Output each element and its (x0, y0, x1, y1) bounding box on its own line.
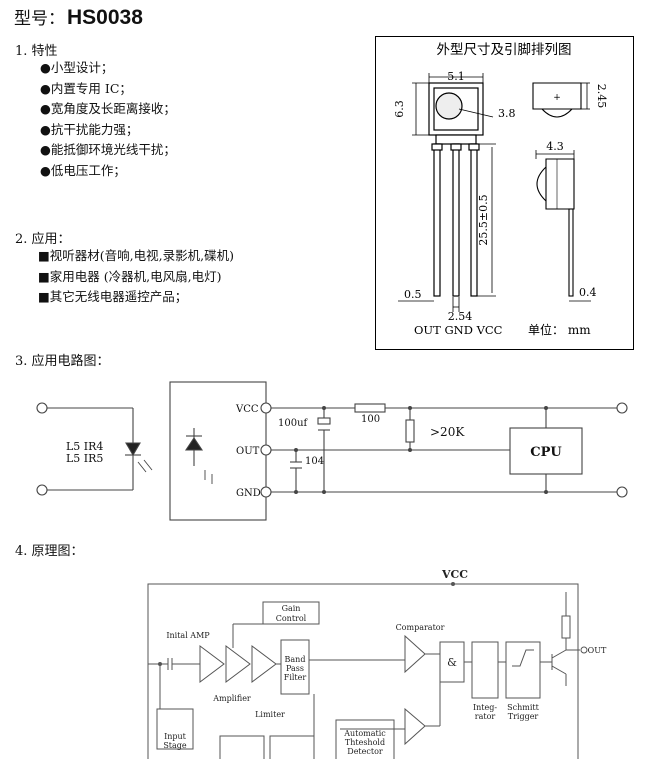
dim-width: 5.1 (447, 70, 465, 83)
schmitt-line-1: Schmitt (507, 703, 539, 712)
list-item: ●小型设计； (40, 60, 114, 75)
schmitt-line-2: Trigger (508, 712, 539, 721)
atd-line-2: Thteshold (345, 738, 385, 747)
dim-pitch: 2.54 (448, 310, 473, 323)
dimension-title: 外型尺寸及引脚排列图 (437, 42, 572, 58)
dim-side-width: 4.3 (546, 140, 564, 153)
bpf-line-3: Filter (284, 673, 307, 682)
dim-lead-length: 25.5±0.5 (477, 194, 490, 245)
list-item: ■其它无线电器遥控产品； (38, 289, 188, 304)
pin-gnd: GND (236, 488, 261, 499)
bpf-line-2: Pass (286, 664, 304, 673)
model-number: HS0038 (67, 6, 143, 29)
amplifier-label: Amplifier (212, 694, 251, 703)
pullup-label: >20K (430, 425, 465, 439)
limiter-label: Limiter (255, 710, 285, 719)
features-heading: 1. 特性 (15, 44, 58, 59)
center-mark: + (553, 93, 561, 103)
atd-line-1: Automatic (343, 729, 386, 738)
application-circuit: L5 IR4 L5 IR5 VCC OUT GND 100uf 104 100 … (36, 381, 628, 521)
dim-lens: 3.8 (498, 107, 516, 120)
applications-list: ■视听器材(音响,电视,录影机,碟机) ■家用电器 (冷器机,电风扇,电灯) ■… (38, 246, 234, 308)
list-item: ■家用电器 (冷器机,电风扇,电灯) (38, 268, 222, 284)
model-label: 型号： (14, 9, 65, 29)
list-item: ●低电压工作； (40, 162, 126, 178)
page-title: 型号：HS0038 (14, 4, 143, 30)
schematic-heading: 4. 原理图： (15, 544, 84, 559)
unit-label: 单位： mm (528, 322, 591, 337)
pin-vcc: VCC (235, 404, 259, 415)
cap-100uf: 100uf (278, 418, 309, 429)
amp-label: Inital AMP (166, 631, 210, 640)
list-item: ●内置专用 IC； (40, 80, 132, 96)
gain-line-1: Gain (282, 604, 301, 613)
pin-labels: OUT GND VCC (414, 323, 503, 337)
dimension-drawing: 外型尺寸及引脚排列图 (375, 36, 634, 350)
dim-lead-thick: 0.4 (579, 286, 597, 299)
block-diagram: VCC Gain Control Inital AMP Amplifier Li… (147, 568, 607, 759)
and-label: & (447, 656, 457, 669)
list-item: ●能抵御环境光线干扰； (40, 142, 176, 157)
atd-line-3: Detector (347, 747, 383, 756)
resistor-100: 100 (361, 414, 380, 425)
list-item: ■视听器材(音响,电视,录影机,碟机) (38, 248, 234, 263)
bpf-line-1: Band (285, 655, 306, 664)
input-stage-line-2: Stage (163, 741, 187, 750)
cpu-label: CPU (530, 445, 562, 460)
list-item: ●抗干扰能力强； (40, 121, 139, 137)
features-list: ●小型设计； ●内置专用 IC； ●宽角度及长距离接收； ●抗干扰能力强； ●能… (40, 58, 176, 181)
dimension-svg: 外型尺寸及引脚排列图 (393, 42, 608, 337)
ir-label-2: L5 IR5 (66, 452, 103, 465)
integrator-line-2: rator (475, 712, 496, 721)
input-stage-line-1: Input (164, 732, 187, 741)
out-label: OUT (588, 646, 607, 655)
dim-height: 6.3 (393, 100, 406, 118)
integrator-line-1: Integ- (473, 703, 497, 712)
pin-out: OUT (236, 446, 260, 457)
vcc-label: VCC (441, 568, 468, 581)
applications-heading: 2. 应用： (15, 232, 71, 247)
dim-lead-width: 0.5 (404, 288, 422, 301)
ir-label-1: L5 IR4 (66, 440, 103, 453)
list-item: ●宽角度及长距离接收； (40, 101, 176, 116)
comparator-label: Comparator (396, 623, 445, 632)
circuit-heading: 3. 应用电路图： (15, 354, 110, 369)
cap-104: 104 (305, 456, 324, 467)
dim-depth: 2.45 (595, 84, 608, 109)
gain-line-2: Control (276, 614, 307, 623)
